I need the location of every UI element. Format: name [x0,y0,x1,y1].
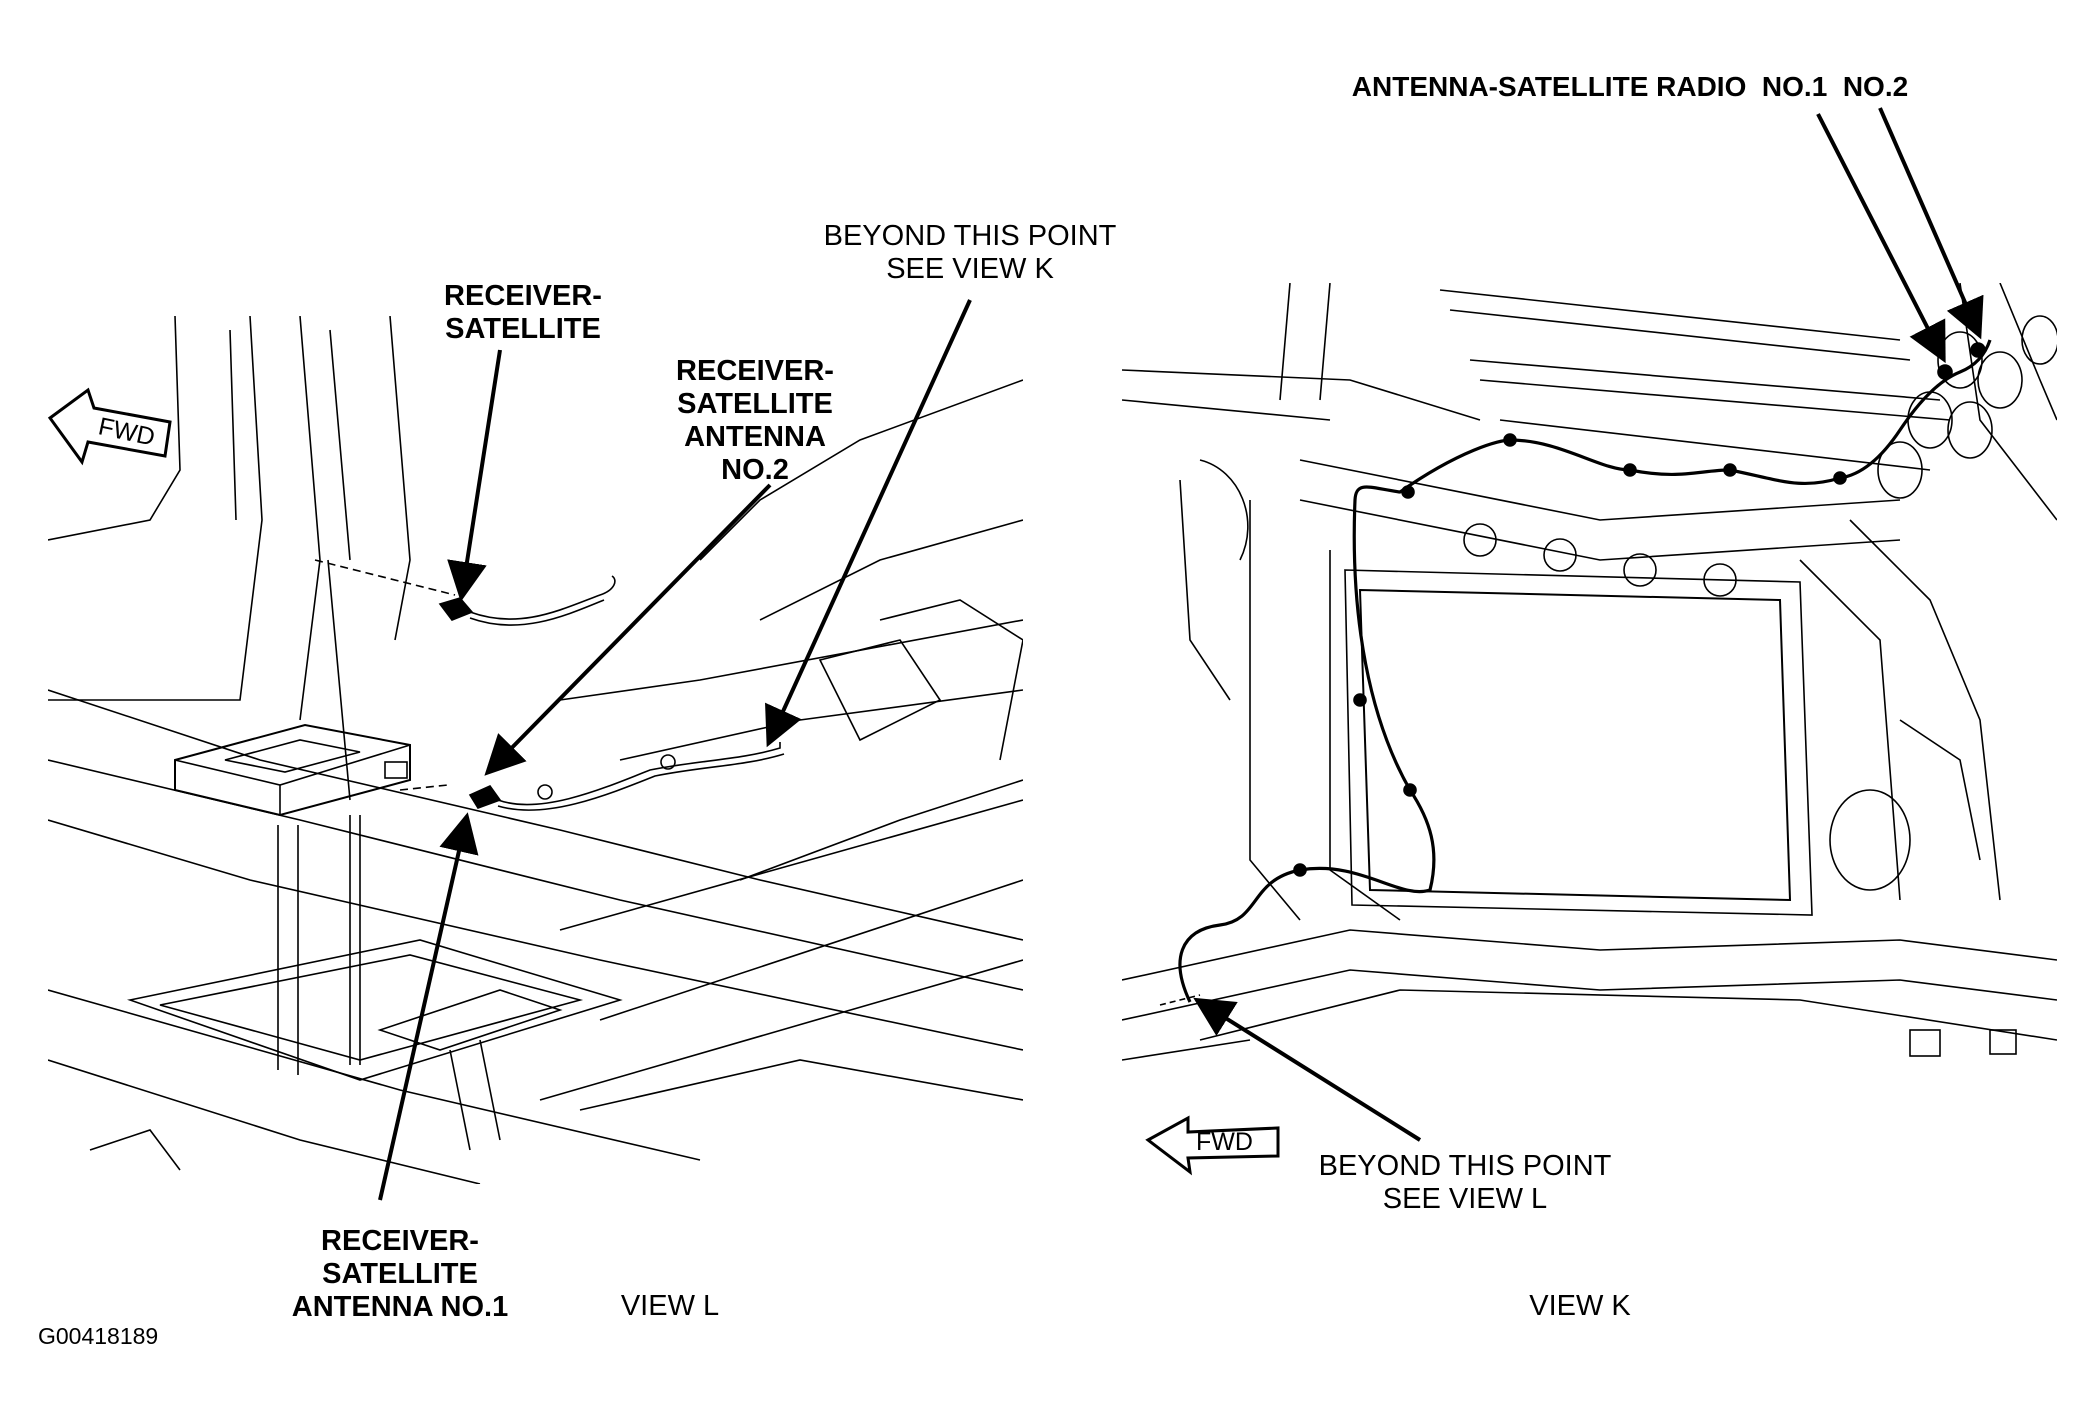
leader-arrows [378,107,1984,1201]
label-receiver-satellite-antenna-no2: RECEIVER- SATELLITE ANTENNA NO.2 [676,355,834,486]
view-k-drawing [1122,283,2057,1061]
label-beyond-see-view-k: BEYOND THIS POINT SEE VIEW K [823,220,1117,285]
fwd-label-view-k: FWD [1196,1128,1253,1156]
label-antenna-satellite-radio: ANTENNA-SATELLITE RADIO NO.1 NO.2 [1351,71,1909,102]
figure-id: G00418189 [38,1323,159,1349]
fwd-arrow-view-k [1145,1115,1280,1176]
view-l-drawing [48,316,1023,1184]
view-k-caption: VIEW K [1529,1290,1631,1322]
label-receiver-satellite: RECEIVER- SATELLITE [444,280,602,345]
label-receiver-satellite-antenna-no1: RECEIVER- SATELLITE ANTENNA NO.1 [291,1225,509,1323]
view-l-caption: VIEW L [620,1290,720,1322]
fwd-arrow-view-l [47,387,172,466]
label-beyond-see-view-l: BEYOND THIS POINT SEE VIEW L [1318,1150,1612,1215]
